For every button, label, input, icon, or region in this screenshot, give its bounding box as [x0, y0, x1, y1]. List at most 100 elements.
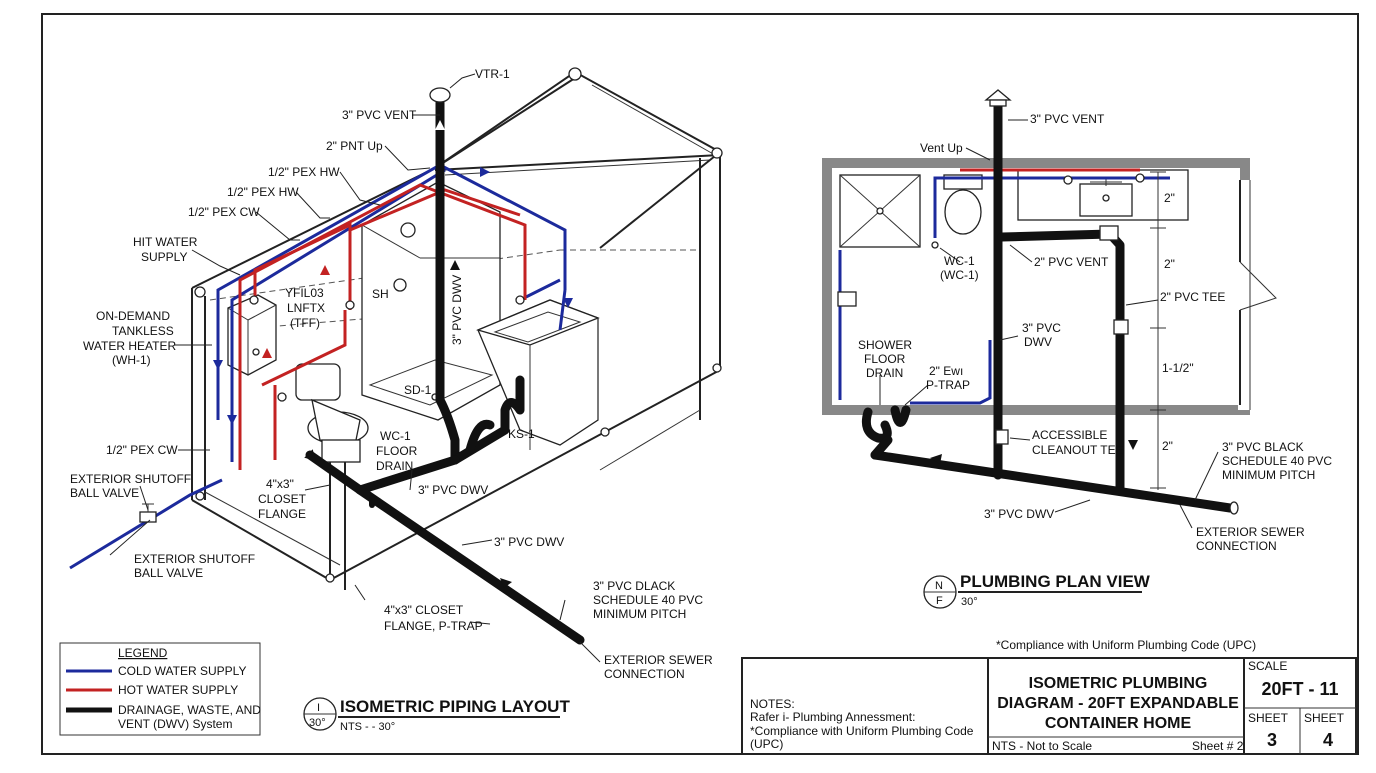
cleanout-tee-icon [995, 429, 1009, 445]
plan-callout-top: N [935, 580, 943, 592]
label-shutoff-top-1: EXTERIOR SHUTOFF [70, 472, 191, 486]
iso-callout-bottom: 30° [309, 717, 326, 729]
iso-leaders [109, 73, 601, 663]
plan-label-shower-3: DRAIN [866, 366, 903, 380]
label-heater-1: ON-DEMAND [96, 309, 170, 323]
isometric-view: VTR-1 3" PVC VENT 2" PNT Up 1/2" PEX HW … [69, 67, 723, 733]
label-pnt-up: 2" PNT Up [326, 139, 383, 153]
plan-label-cleanout-2: CLEANOUT TEE [1032, 443, 1124, 457]
label-hot-supply-2: SUPPLY [141, 250, 187, 264]
label-sewer-2: CONNECTION [604, 667, 685, 681]
kitchen-sink-ks1 [476, 299, 600, 450]
label-sd1: SD-1 [404, 383, 432, 397]
drawing-title-3: CONTAINER HOME [1045, 715, 1192, 732]
plan-walls [822, 158, 1277, 415]
sheet-label-1: SHEET [1248, 711, 1289, 725]
plan-scale-note: 30° [961, 596, 978, 608]
plan-label-shower-2: FLOOR [864, 352, 906, 366]
drawing-title-2: DIAGRAM - 20FT EXPANDABLE [997, 695, 1239, 712]
plan-label-black-2: SCHEDULE 40 PVC [1222, 454, 1332, 468]
iso-dwv-lines [304, 87, 585, 645]
label-dwv-low: 3" PVC DWV [494, 535, 564, 549]
label-flange-1: 4"x3" [266, 477, 294, 491]
plan-label-vent2: 2" PVC VENT [1034, 255, 1109, 269]
legend-item-dwv-1: DRAINAGE, WASTE, AND [118, 703, 261, 717]
label-hot-supply-1: HΙT WATER [133, 235, 198, 249]
scale-label: SCALE [1248, 659, 1287, 673]
plan-label-cleanout-1: ACCESSIBLE [1032, 428, 1107, 442]
iso-scale-note: NTS - - 30° [340, 721, 395, 733]
label-flange-3: FLANGE [258, 507, 306, 521]
label-wc1-floor-1: WC-1 [380, 429, 411, 443]
sheet-ref: Sheet # 2 [1192, 739, 1244, 753]
plan-label-dwv-low: 3" PVC DWV [984, 507, 1054, 521]
sheet-label-2: SHEET [1304, 711, 1345, 725]
label-garbled-3: (TFF) [290, 316, 320, 330]
plan-label-black-1: 3" PVC BLACK [1222, 440, 1304, 454]
label-flange-2: CLOSET [258, 492, 307, 506]
plan-label-ptrap-1: 2" Ewı [929, 364, 963, 378]
title-block: NOTES: Rafer i- Plumbing Annessment: *Co… [741, 657, 1357, 755]
label-pex-cw-top: 1/2" PEX CW [188, 205, 260, 219]
plan-labels: 3" PVC VENT Vent Up WC-1 (WC-1) 2" PVC V… [858, 112, 1332, 553]
label-black-1: 3" PVC DLACK [593, 579, 675, 593]
plan-label-wc-1: WC-1 [944, 254, 975, 268]
legend: LEGEND COLD WATER SUPPLY HOT WATER SUPPL… [59, 642, 261, 736]
plan-label-dwv-2: DWV [1024, 335, 1052, 349]
label-shutoff-bot-2: BALL VALVE [134, 566, 203, 580]
label-pex-hw-1: 1/2" PEX HW [268, 165, 340, 179]
notes-line-1: Rafer i- Plumbing Annessment: [750, 710, 915, 724]
legend-item-dwv-2: VENT (DWV) System [118, 717, 232, 731]
plan-leaders [879, 119, 1219, 529]
label-dwv-vertical: 3" PVC DWV [450, 275, 464, 345]
label-ptrap-2: FLANGE, P-TRAP [384, 619, 483, 633]
label-black-3: MINIMUM PITCH [593, 607, 686, 621]
plan-water-lines [837, 168, 1170, 405]
label-vtr: VTR-1 [475, 67, 510, 81]
label-wc1-floor-2: FLOOR [376, 444, 418, 458]
label-shutoff-bot-1: EXTERIOR SHUTOFF [134, 552, 255, 566]
sheet-value-1: 3 [1267, 730, 1277, 750]
legend-heading: LEGEND [118, 646, 168, 660]
plan-callout-bottom: F [936, 595, 943, 607]
label-heater-2: TANKLESS [112, 324, 174, 338]
label-garbled-2: LNFTX [287, 301, 325, 315]
sheet-border [41, 13, 1359, 755]
label-vent: 3" PVC VENT [342, 108, 417, 122]
label-ptrap-1: 4"x3" CLOSET [384, 603, 464, 617]
plan-dwv-lines [861, 89, 1239, 515]
scale-value: 20FT - 11 [1261, 679, 1338, 699]
notes-line-3: (UPC) [750, 737, 783, 751]
iso-view-title: ISOMETRIC PIPING LAYOUT [340, 697, 570, 716]
label-dwv-mid: 3" PVC DWV [418, 483, 488, 497]
plan-dim-1: 2" [1164, 191, 1175, 205]
shutoff-valve-icon[interactable] [139, 511, 157, 523]
plan-label-dwv-1: 3" PVC [1022, 321, 1061, 335]
plan-dim-2: 2" [1164, 257, 1175, 271]
drawing-title-1: ISOMETRIC PLUMBING [1029, 675, 1208, 692]
plan-view-title: PLUMBING PLAN VIEW [960, 572, 1151, 591]
plan-label-vent-up: Vent Up [920, 141, 963, 155]
legend-item-hot: HOT WATER SUPPLY [118, 683, 238, 697]
iso-callout-top: I [317, 702, 320, 714]
sheet-value-2: 4 [1323, 730, 1333, 750]
label-black-2: SCHEDULE 40 PVC [593, 593, 703, 607]
plan-title-block: N F PLUMBING PLAN VIEW 30° [923, 572, 1151, 609]
plan-shower [839, 174, 921, 248]
label-ks1: KS-1 [508, 427, 535, 441]
iso-valves [139, 295, 525, 523]
plan-label-sewer-1: EXTERIOR SEWER [1196, 525, 1305, 539]
water-heater-wh1 [227, 294, 277, 376]
label-garbled-1: YFIL03 [285, 286, 324, 300]
container-frame [191, 67, 723, 590]
label-heater-4: (WH-1) [112, 353, 151, 367]
label-shutoff-top-2: BALL VALVE [70, 486, 139, 500]
label-sewer-1: EXTERIOR SEWER [604, 653, 713, 667]
plan-label-tee: 2" PVC TEE [1160, 290, 1225, 304]
compliance-note: *Compliance with Uniform Plumbing Code (… [996, 638, 1256, 652]
plan-dimensions [1150, 171, 1166, 490]
nts-note: NTS - Not to Scale [992, 739, 1092, 753]
plan-label-black-3: MINIMUM PITCH [1222, 468, 1315, 482]
plan-label-ptrap-2: P-TRAP [926, 378, 970, 392]
